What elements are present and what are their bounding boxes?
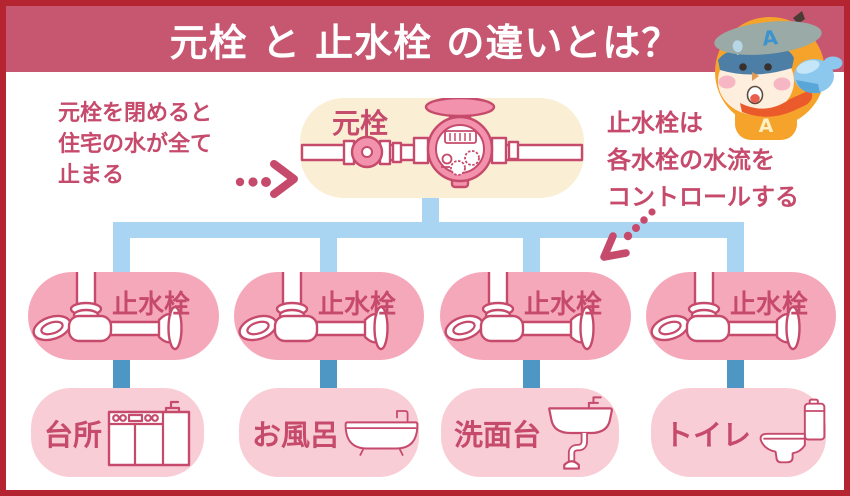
fixture-label: 台所 <box>44 417 103 452</box>
outlet-pipe-1 <box>113 358 130 391</box>
stop-valve-label: 止水栓 <box>112 290 191 320</box>
outlet-pipe-3 <box>523 358 540 391</box>
angle-valve-icon <box>650 267 801 351</box>
angle-valve-icon <box>32 267 183 351</box>
note-line: 止水栓は <box>607 109 703 137</box>
main-valve-box: 元栓 <box>300 96 584 198</box>
bathtub-icon <box>344 409 419 456</box>
fixture-label: 洗面台 <box>454 417 542 452</box>
fixture-box-kitchen: 台所 <box>31 388 204 477</box>
fixture-box-toilet: トイレ <box>651 388 826 477</box>
dotted-arrow-right-icon <box>235 160 298 198</box>
note-line: 止まる <box>58 163 125 188</box>
stop-valve-box-3: 止水栓 <box>440 267 631 360</box>
main-valve-note: 元栓を閉めると 住宅の水が全て 止まる <box>58 98 212 191</box>
stop-valve-label: 止水栓 <box>318 290 397 320</box>
stop-valve-label: 止水栓 <box>524 290 603 320</box>
headband-letter: A <box>761 25 779 51</box>
main-valve-label: 元栓 <box>332 107 389 140</box>
angle-valve-icon <box>444 267 595 351</box>
stop-valve-box-4: 止水栓 <box>646 267 836 360</box>
manifold-pipe <box>113 222 744 238</box>
stop-valve-box-2: 止水栓 <box>234 267 424 360</box>
note-line: 住宅の水が全て <box>58 132 213 157</box>
washbasin-icon <box>548 395 614 470</box>
kitchen-sink-icon <box>107 400 191 466</box>
stop-valve-note: 止水栓は 各水栓の水流を コントロールする <box>607 105 799 216</box>
page-title: 元栓 と 止水栓 の違いとは？ <box>169 20 681 65</box>
branch-pipe-2 <box>320 236 337 274</box>
outlet-pipe-2 <box>320 358 337 391</box>
water-drop-mitten-icon <box>794 56 843 94</box>
fixture-label: トイレ <box>664 417 752 452</box>
fixture-label: お風呂 <box>252 417 340 452</box>
water-meter-icon <box>300 96 584 189</box>
note-line: 各水栓の水流を <box>607 146 775 174</box>
fixture-box-washbasin: 洗面台 <box>441 388 619 477</box>
branch-pipe-3 <box>523 236 540 274</box>
chest-letter: A <box>759 115 774 137</box>
toilet-icon <box>759 398 826 463</box>
header-bar: 元栓 と 止水栓 の違いとは？ <box>6 6 844 72</box>
helmet-kid-mascot: A A <box>714 11 843 140</box>
angle-valve-icon <box>238 267 389 351</box>
stop-valve-label: 止水栓 <box>730 290 809 320</box>
branch-pipe-4 <box>727 236 744 274</box>
outlet-pipe-4 <box>727 358 744 391</box>
dotted-arrow-down-left-icon <box>600 208 656 261</box>
main-pipe <box>422 196 439 230</box>
fixture-box-bath: お風呂 <box>239 388 419 477</box>
note-line: 元栓を閉めると <box>58 101 213 126</box>
branch-pipe-1 <box>113 236 130 274</box>
stop-valve-box-1: 止水栓 <box>28 267 219 360</box>
note-line: コントロールする <box>607 183 799 211</box>
